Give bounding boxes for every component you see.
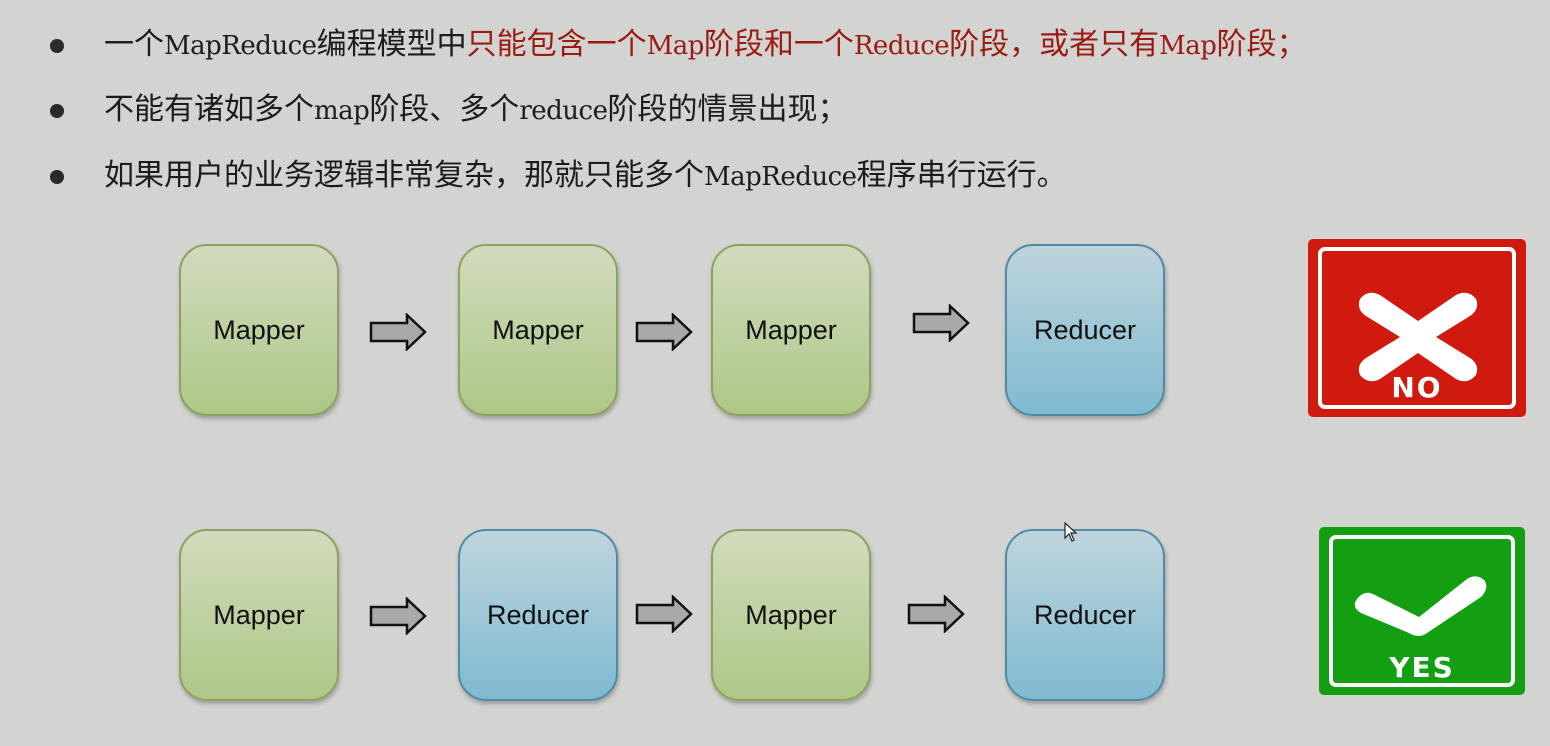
mapper-node: Mapper xyxy=(179,244,339,416)
no-sign-label: NO xyxy=(1391,371,1442,404)
reducer-node: Reducer xyxy=(458,529,618,701)
reducer-node: Reducer xyxy=(1005,244,1165,416)
text-segment: 程序串行运行。 xyxy=(856,158,1067,193)
bullet-dot xyxy=(50,104,64,118)
yes-sign-label: YES xyxy=(1388,651,1455,684)
text-segment: 阶段； xyxy=(1216,27,1307,62)
text-segment: 一个 xyxy=(104,27,164,62)
mapper-node: Mapper xyxy=(458,244,618,416)
right-arrow-icon xyxy=(907,595,965,633)
text-segment: Map xyxy=(1159,31,1217,61)
mapper-node: Mapper xyxy=(711,529,871,701)
text-segment: 编程模型中 xyxy=(316,27,467,62)
text-segment: 如果用户的业务逻辑非常复杂，那就只能多个 xyxy=(104,158,704,193)
bullet-dot xyxy=(50,170,64,184)
right-arrow-icon xyxy=(635,313,693,351)
right-arrow-icon xyxy=(369,597,427,635)
text-segment: 不能有诸如多个 xyxy=(104,92,314,127)
text-segment: MapReduce xyxy=(704,162,857,192)
mouse-pointer-icon xyxy=(1064,522,1078,542)
text-segment: 阶段，或者只有 xyxy=(949,27,1160,62)
text-segment: 阶段和一个 xyxy=(703,27,854,62)
right-arrow-icon xyxy=(369,313,427,351)
mapper-node: Mapper xyxy=(179,529,339,701)
text-segment: map xyxy=(314,96,370,126)
bullet-line-1: 一个MapReduce编程模型中只能包含一个Map阶段和一个Reduce阶段，或… xyxy=(104,25,1306,66)
bullet-line-3: 如果用户的业务逻辑非常复杂，那就只能多个MapReduce程序串行运行。 xyxy=(104,156,1067,197)
mapper-node: Mapper xyxy=(711,244,871,416)
text-segment: 阶段、多个 xyxy=(369,92,520,127)
text-segment: 只能包含一个 xyxy=(466,27,647,62)
bullet-line-2: 不能有诸如多个map阶段、多个reduce阶段的情景出现； xyxy=(104,90,847,131)
bullet-dot xyxy=(50,39,64,53)
text-segment: reduce xyxy=(519,96,608,126)
right-arrow-icon xyxy=(635,595,693,633)
text-segment: Map xyxy=(646,31,705,61)
no-sign: NO xyxy=(1308,239,1526,417)
cross-icon xyxy=(1358,292,1478,382)
text-segment: Reduce xyxy=(853,31,950,61)
reducer-node: Reducer xyxy=(1005,529,1165,701)
yes-sign: YES xyxy=(1319,527,1525,695)
check-icon xyxy=(1354,576,1487,636)
text-segment: 阶段的情景出现； xyxy=(607,92,848,127)
right-arrow-icon xyxy=(912,304,970,342)
text-segment: MapReduce xyxy=(164,31,317,61)
